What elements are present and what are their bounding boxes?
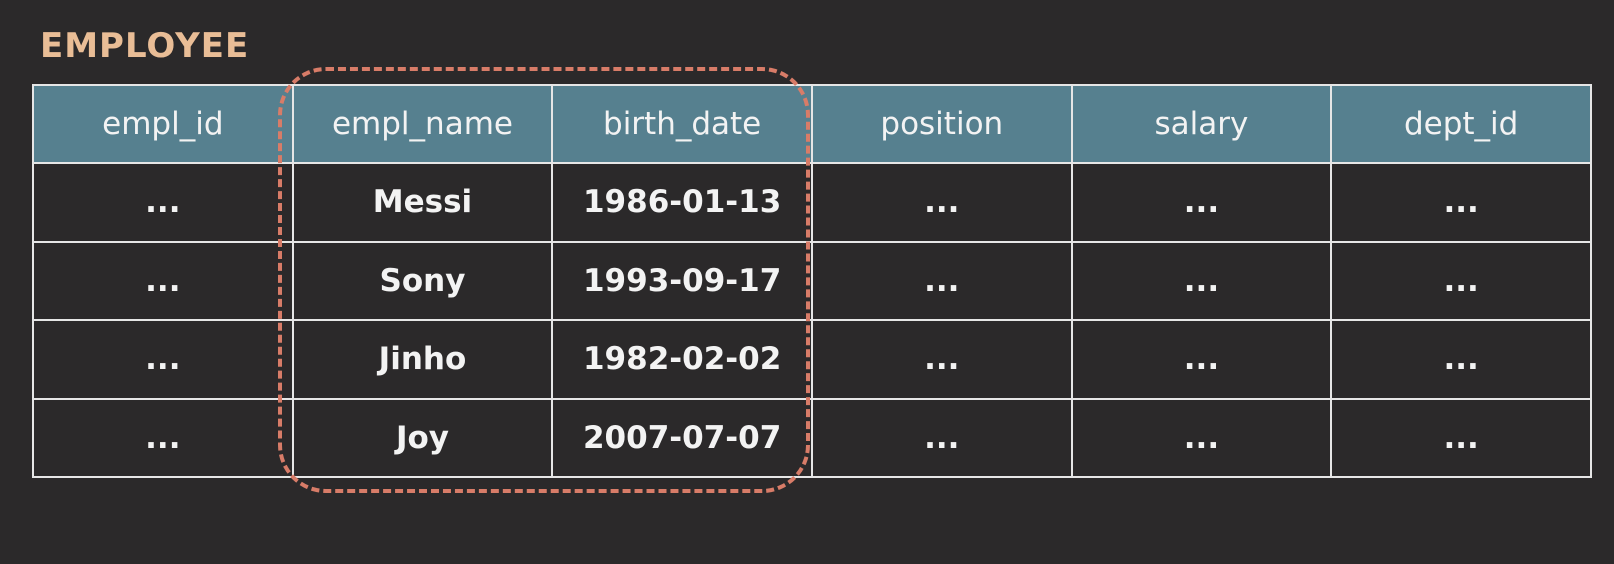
table-cell-empl-name: Jinho bbox=[291, 319, 554, 400]
table-row: ... Messi 1986-01-13 ... ... ... bbox=[32, 162, 1592, 243]
column-header-position: position bbox=[810, 84, 1073, 164]
table-cell-position: ... bbox=[810, 397, 1073, 478]
table-cell-empl-id: ... bbox=[32, 240, 294, 321]
table-cell-position: ... bbox=[810, 240, 1073, 321]
table-cell-position: ... bbox=[810, 162, 1073, 243]
table-cell-birth-date: 1993-09-17 bbox=[551, 240, 813, 321]
table-cell-dept-id: ... bbox=[1330, 319, 1592, 400]
employee-table: empl_id empl_name birth_date position sa… bbox=[32, 84, 1592, 478]
table-cell-dept-id: ... bbox=[1330, 162, 1592, 243]
table-cell-empl-id: ... bbox=[32, 319, 294, 400]
table-cell-empl-name: Messi bbox=[291, 162, 554, 243]
table-cell-birth-date: 1982-02-02 bbox=[551, 319, 813, 400]
table-cell-dept-id: ... bbox=[1330, 240, 1592, 321]
table-cell-empl-name: Sony bbox=[291, 240, 554, 321]
table-cell-salary: ... bbox=[1070, 397, 1333, 478]
table-title: EMPLOYEE bbox=[40, 26, 250, 66]
table-cell-salary: ... bbox=[1070, 319, 1333, 400]
column-header-empl-name: empl_name bbox=[291, 84, 554, 164]
table-cell-empl-name: Joy bbox=[291, 397, 554, 478]
column-header-dept-id: dept_id bbox=[1330, 84, 1592, 164]
column-header-salary: salary bbox=[1070, 84, 1333, 164]
column-header-empl-id: empl_id bbox=[32, 84, 294, 164]
table-row: ... Jinho 1982-02-02 ... ... ... bbox=[32, 319, 1592, 400]
table-row: ... Sony 1993-09-17 ... ... ... bbox=[32, 240, 1592, 321]
table-cell-salary: ... bbox=[1070, 162, 1333, 243]
table-cell-empl-id: ... bbox=[32, 162, 294, 243]
table-cell-dept-id: ... bbox=[1330, 397, 1592, 478]
table-cell-birth-date: 2007-07-07 bbox=[551, 397, 813, 478]
table-row: ... Joy 2007-07-07 ... ... ... bbox=[32, 397, 1592, 478]
table-cell-position: ... bbox=[810, 319, 1073, 400]
table-cell-empl-id: ... bbox=[32, 397, 294, 478]
column-header-birth-date: birth_date bbox=[551, 84, 813, 164]
table-cell-birth-date: 1986-01-13 bbox=[551, 162, 813, 243]
table-cell-salary: ... bbox=[1070, 240, 1333, 321]
header-row: empl_id empl_name birth_date position sa… bbox=[32, 84, 1592, 164]
